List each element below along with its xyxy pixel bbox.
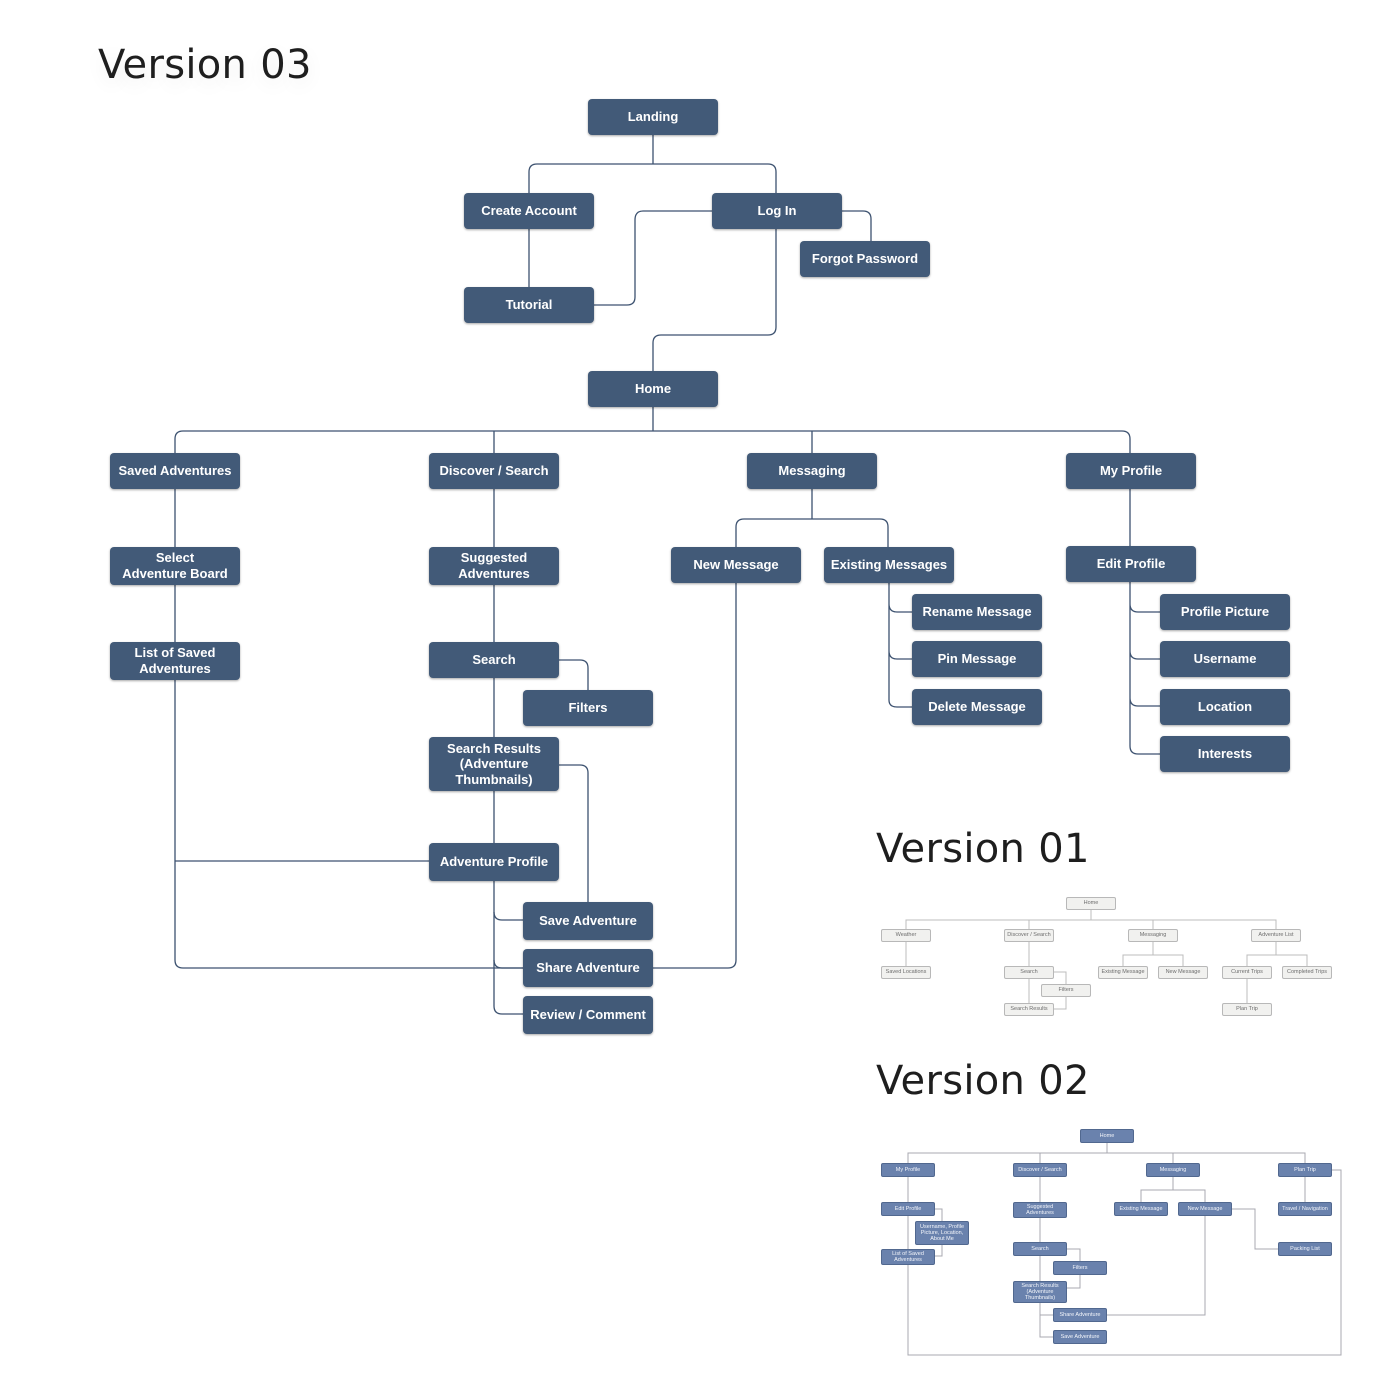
v01-connector	[905, 910, 1277, 929]
v02-connector	[1232, 1208, 1278, 1250]
v02-node-save-adventure: Save Adventure	[1053, 1330, 1107, 1344]
v03-connector	[559, 764, 589, 902]
v02-node-filters: Filters	[1053, 1261, 1107, 1275]
v03-node-existing-messages: Existing Messages	[824, 547, 954, 583]
v03-node-new-message: New Message	[671, 547, 801, 583]
v03-node-delete-message: Delete Message	[912, 689, 1042, 725]
v02-node-plan-trip: Plan Trip	[1278, 1163, 1332, 1177]
v03-node-share-adventure: Share Adventure	[523, 949, 653, 987]
v02-node-existing-message: Existing Message	[1114, 1202, 1168, 1216]
v03-node-my-profile: My Profile	[1066, 453, 1196, 489]
v03-node-save-adventure: Save Adventure	[523, 902, 653, 940]
v03-node-saved-adventures: Saved Adventures	[110, 453, 240, 489]
v01-connector	[905, 942, 1030, 1003]
v03-node-tutorial: Tutorial	[464, 287, 594, 323]
v02-node-share-adventure: Share Adventure	[1053, 1308, 1107, 1322]
v02-connector	[907, 1143, 1306, 1163]
v02-node-new-message: New Message	[1178, 1202, 1232, 1216]
v03-node-rename-message: Rename Message	[912, 594, 1042, 630]
v03-node-home: Home	[588, 371, 718, 407]
v03-node-forgot-password: Forgot Password	[800, 241, 930, 277]
v01-node-messaging: Messaging	[1128, 929, 1178, 942]
v02-connector	[907, 1169, 1342, 1356]
version-01-connectors	[905, 910, 1308, 1010]
v03-connector	[653, 583, 737, 969]
v03-connector	[493, 911, 523, 969]
version-03-title: Version 03	[98, 42, 312, 88]
v03-node-search: Search	[429, 642, 559, 678]
v03-node-landing: Landing	[588, 99, 718, 135]
version-02-title: Version 02	[876, 1058, 1090, 1104]
v03-node-username: Username	[1160, 641, 1290, 677]
v02-connector	[1140, 1177, 1206, 1202]
v01-node-search-results: Search Results	[1004, 1003, 1054, 1016]
v03-connector	[652, 229, 777, 371]
v03-connector	[174, 489, 523, 969]
v01-node-existing-message: Existing Message	[1098, 966, 1148, 979]
v02-connector	[1107, 1216, 1206, 1316]
v01-connector	[1246, 942, 1308, 1003]
v03-node-interests: Interests	[1160, 736, 1290, 772]
v02-node-edit-profile: Edit Profile	[881, 1202, 935, 1216]
v03-node-adventure-profile: Adventure Profile	[429, 843, 559, 881]
v03-node-pin-message: Pin Message	[912, 641, 1042, 677]
v02-node-messaging: Messaging	[1146, 1163, 1200, 1177]
v03-connector	[842, 210, 872, 241]
v02-node-travel-navigation: Travel / Navigation	[1278, 1202, 1332, 1216]
v01-node-current-trips: Current Trips	[1222, 966, 1272, 979]
v01-connector	[1054, 971, 1067, 1010]
v02-connector	[907, 1177, 943, 1257]
v01-node-discover-search: Discover / Search	[1004, 929, 1054, 942]
v03-connector	[493, 489, 523, 1015]
v01-node-plan-trip: Plan Trip	[1222, 1003, 1272, 1016]
v03-node-review-comment: Review / Comment	[523, 996, 653, 1034]
v03-connector	[594, 210, 712, 306]
version-01-title: Version 01	[876, 826, 1090, 872]
v03-node-edit-profile: Edit Profile	[1066, 546, 1196, 582]
v01-node-home: Home	[1066, 897, 1116, 910]
v03-node-messaging: Messaging	[747, 453, 877, 489]
v03-connector	[888, 583, 912, 708]
v03-node-filters: Filters	[523, 690, 653, 726]
v02-node-home: Home	[1080, 1129, 1134, 1143]
v03-node-log-in: Log In	[712, 193, 842, 229]
v03-connector	[528, 135, 777, 193]
version-03-connectors	[174, 135, 1160, 1015]
v02-connector	[1067, 1248, 1081, 1289]
v03-connector	[735, 489, 889, 547]
v01-node-adventure-list: Adventure List	[1251, 929, 1301, 942]
v01-node-filters: Filters	[1041, 984, 1091, 997]
v03-connector	[174, 407, 1131, 453]
version-02-connectors	[907, 1143, 1342, 1356]
v01-node-saved-locations: Saved Locations	[881, 966, 931, 979]
v02-node-discover-search: Discover / Search	[1013, 1163, 1067, 1177]
v02-node-search: Search	[1013, 1242, 1067, 1256]
v01-node-weather: Weather	[881, 929, 931, 942]
v01-node-search: Search	[1004, 966, 1054, 979]
v03-node-location: Location	[1160, 689, 1290, 725]
v03-connector	[1129, 489, 1160, 755]
v02-node-packing-list: Packing List	[1278, 1242, 1332, 1256]
v03-node-discover-search: Discover / Search	[429, 453, 559, 489]
v01-node-new-message: New Message	[1158, 966, 1208, 979]
v01-node-completed-trips: Completed Trips	[1282, 966, 1332, 979]
v03-node-profile-picture: Profile Picture	[1160, 594, 1290, 630]
v03-connector	[559, 659, 589, 690]
v03-node-create-account: Create Account	[464, 193, 594, 229]
v02-node-my-profile: My Profile	[881, 1163, 935, 1177]
v02-connector	[1039, 1177, 1053, 1338]
v01-connector	[1122, 942, 1184, 966]
